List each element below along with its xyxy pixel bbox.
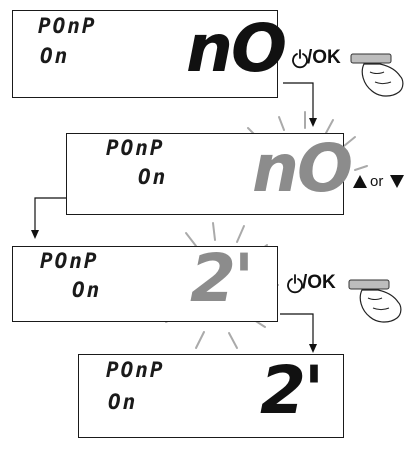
lcd-panel-step4 [78, 354, 344, 438]
lcd-label-line2: On [40, 44, 70, 68]
power-icon [287, 274, 303, 294]
power-icon [292, 49, 308, 69]
up-triangle-icon[interactable] [353, 175, 367, 188]
lcd-value-display: nO [186, 10, 287, 87]
lcd-label-line1: POnP [106, 136, 165, 160]
up-down-or-label: or [370, 173, 384, 190]
flow-connector-2 [34, 197, 68, 232]
flow-connector-1 [283, 82, 314, 120]
lcd-label-line1: POnP [38, 14, 97, 38]
lcd-panel-step1 [12, 10, 278, 98]
lcd-label-line2: On [138, 165, 168, 189]
ok-button-label[interactable]: /OK [302, 272, 336, 293]
flow-arrowhead-1 [309, 118, 317, 127]
flow-connector-3 [280, 313, 314, 346]
lcd-value-blinking: 2' [190, 240, 254, 317]
down-triangle-icon[interactable] [390, 175, 404, 188]
flow-arrowhead-2 [31, 230, 39, 239]
flow-arrowhead-3 [309, 344, 317, 353]
lcd-label-line1: POnP [40, 249, 99, 273]
lcd-value-blinking: nO [252, 130, 353, 207]
ok-button-label[interactable]: /OK [307, 47, 341, 68]
finger-press-icon[interactable] [350, 53, 404, 97]
lcd-label-line2: On [72, 278, 102, 302]
lcd-panel-step2 [66, 133, 344, 215]
lcd-panel-step3 [12, 246, 278, 322]
lcd-value-display: 2' [260, 352, 324, 429]
lcd-label-line1: POnP [106, 358, 165, 382]
finger-press-icon[interactable] [348, 279, 402, 323]
lcd-label-line2: On [108, 390, 138, 414]
